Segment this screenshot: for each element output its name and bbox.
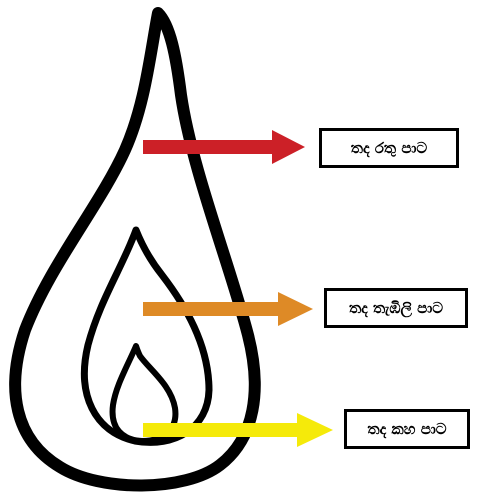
arrow-outer (143, 130, 305, 164)
label-inner-text: තද කහ පාට (367, 420, 447, 438)
arrow-inner (143, 413, 333, 447)
outer-flame-outline (9, 7, 261, 492)
label-inner-zone: තද කහ පාට (344, 409, 470, 449)
label-outer-text: තද රතු පාට (350, 139, 428, 157)
arrow-middle (143, 292, 313, 326)
label-outer-zone: තද රතු පාට (319, 128, 459, 168)
middle-flame-outline (81, 226, 213, 446)
label-middle-zone: තද තැඹිලි පාට (324, 288, 468, 328)
label-middle-text: තද තැඹිලි පාට (348, 299, 444, 317)
